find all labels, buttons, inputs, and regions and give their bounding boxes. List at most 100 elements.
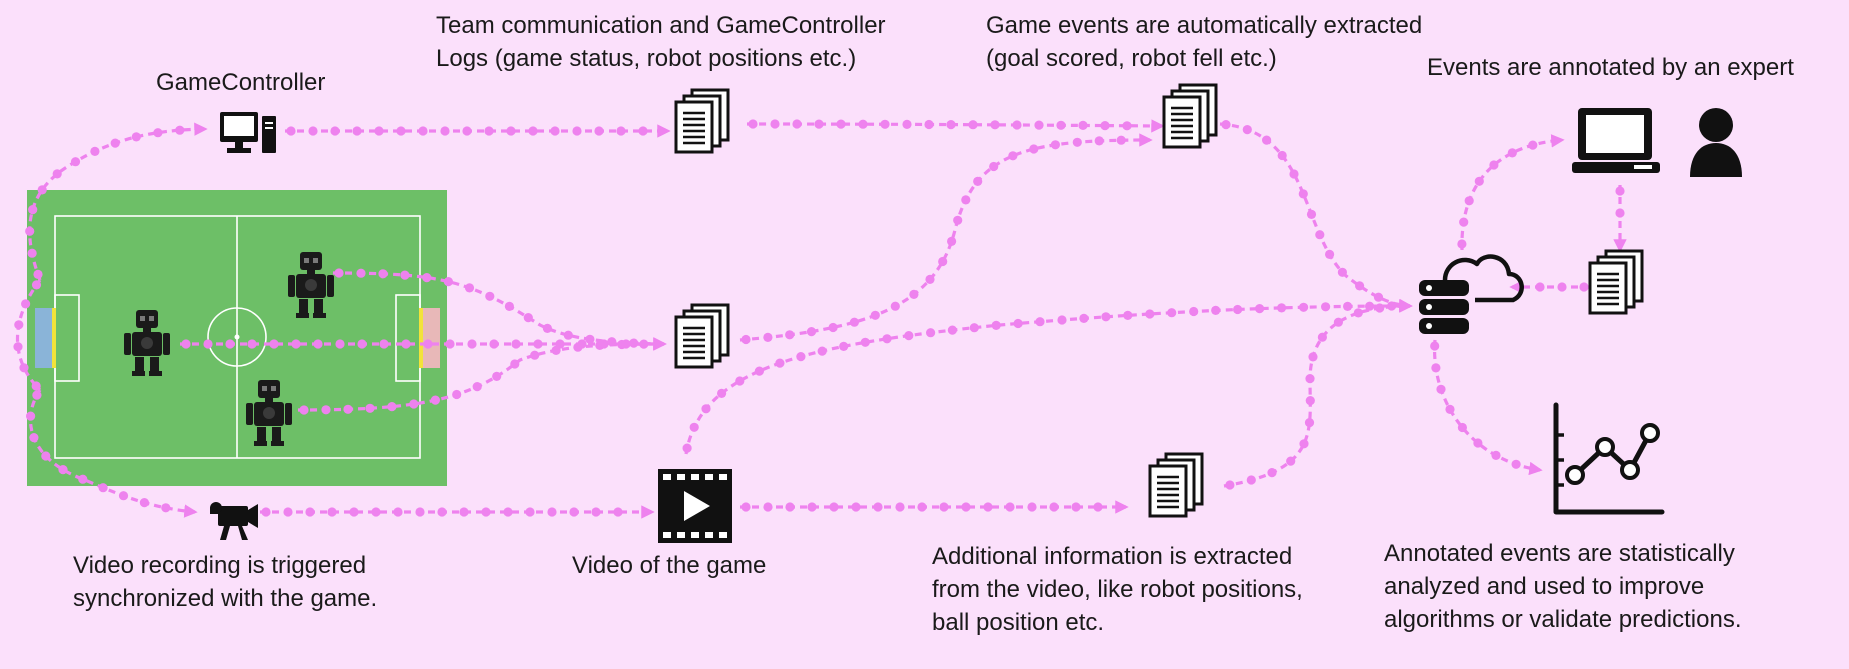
flow-bead xyxy=(1035,317,1045,327)
flow-bead xyxy=(1122,121,1132,131)
flow-bead xyxy=(492,371,502,381)
flow-bead xyxy=(32,390,42,400)
flow-bead xyxy=(909,289,919,299)
flow-bead xyxy=(28,205,38,215)
flow-bead xyxy=(1491,450,1501,460)
flow-bead xyxy=(437,507,447,517)
flow-bead xyxy=(401,339,411,349)
flow-bead xyxy=(563,330,573,340)
flow-bead xyxy=(528,126,538,136)
flow-bead xyxy=(313,339,323,349)
video-recording-line: Video recording is triggered xyxy=(73,552,367,579)
flow-bead xyxy=(430,395,440,405)
flow-bead xyxy=(462,126,472,136)
flow-bead xyxy=(378,269,388,279)
flow-bead xyxy=(525,507,535,517)
flow-bead xyxy=(1277,150,1287,161)
flow-bead xyxy=(464,283,475,293)
flow-bead xyxy=(305,507,315,517)
statistics-line: analyzed and used to improve xyxy=(1384,573,1705,600)
flow-bead xyxy=(828,322,838,333)
flow-beads xyxy=(181,339,631,349)
flow-bead xyxy=(754,366,765,376)
flow-bead xyxy=(969,323,979,333)
flow-bead xyxy=(225,339,235,349)
flow-bead xyxy=(806,327,817,337)
flow-bead xyxy=(807,502,817,512)
flow-bead xyxy=(330,126,340,136)
flow-beads xyxy=(1535,282,1589,292)
flow-bead xyxy=(849,317,860,327)
flow-bead xyxy=(616,126,626,136)
flow-bead xyxy=(1305,374,1315,384)
flow-beads xyxy=(1430,341,1521,469)
flow-bead xyxy=(990,120,1000,130)
flow-bead xyxy=(551,345,561,355)
flow-bead xyxy=(1333,317,1343,327)
flow-bead xyxy=(1233,304,1243,315)
flow-bead xyxy=(1579,282,1589,292)
flow-bead xyxy=(1457,239,1467,249)
flow-bead xyxy=(396,126,406,136)
flow-bead xyxy=(1299,439,1309,449)
flow-bead xyxy=(1557,282,1567,292)
flow-bead xyxy=(33,269,43,279)
flow-beads xyxy=(1457,140,1538,249)
flow-beads xyxy=(741,135,1126,345)
flow-bead xyxy=(1615,208,1625,218)
left-goal xyxy=(35,308,56,368)
flow-bead xyxy=(21,299,31,309)
flow-bead xyxy=(70,157,81,167)
flow-bead xyxy=(1306,209,1317,219)
flow-bead xyxy=(485,291,495,301)
flow-bead xyxy=(489,339,499,349)
flow-bead xyxy=(572,126,582,136)
flow-bead xyxy=(613,507,623,517)
flow-bead xyxy=(1308,352,1318,362)
flow-bead xyxy=(1343,301,1353,311)
flow-bead xyxy=(31,280,42,290)
flow-cloud-to-laptop xyxy=(1460,134,1565,251)
flow-bead xyxy=(357,339,367,349)
flow-bead xyxy=(639,339,649,349)
flow-bead xyxy=(595,340,605,350)
flow-bead xyxy=(283,507,293,517)
flow-bead xyxy=(352,126,362,136)
flow-bead xyxy=(452,389,462,400)
video-recording-line: synchronized with the game. xyxy=(73,585,378,612)
flow-bead xyxy=(904,331,914,341)
flow-bead xyxy=(770,119,780,129)
team-communication-line: Logs (game status, robot positions etc.) xyxy=(436,45,857,72)
flow-bead xyxy=(573,342,583,352)
flow-bead xyxy=(961,502,971,512)
flow-bead xyxy=(387,402,397,412)
flow-bead xyxy=(902,119,912,129)
flow-bead xyxy=(98,483,108,493)
flow-bead xyxy=(1071,502,1081,512)
flow-bead xyxy=(110,138,120,148)
flow-bead xyxy=(335,339,345,349)
flow-bead xyxy=(1615,186,1625,196)
flow-bead xyxy=(1101,312,1111,322)
flow-bead xyxy=(1078,120,1088,130)
flow-bead xyxy=(503,507,513,517)
flow-logs-to-events xyxy=(746,119,1165,133)
annotated-expert-label: Events are annotated by an expert xyxy=(1427,54,1794,81)
computer-icon xyxy=(220,112,276,153)
flow-beads xyxy=(25,125,185,279)
flow-bead xyxy=(510,359,520,369)
flow-bead xyxy=(299,405,309,415)
flow-bead xyxy=(961,195,971,205)
flow-bead xyxy=(523,313,533,323)
flow-bead xyxy=(1535,282,1545,292)
flow-bead xyxy=(947,325,958,335)
flow-bead xyxy=(409,399,419,409)
flow-bead xyxy=(175,125,185,135)
flow-bead xyxy=(31,381,41,391)
person-icon xyxy=(1690,108,1742,177)
video-recording-label: Video recording is triggered synchronize… xyxy=(73,549,377,615)
document-icon xyxy=(674,303,730,369)
line-chart-icon xyxy=(1553,402,1665,515)
flow-bead xyxy=(349,507,359,517)
